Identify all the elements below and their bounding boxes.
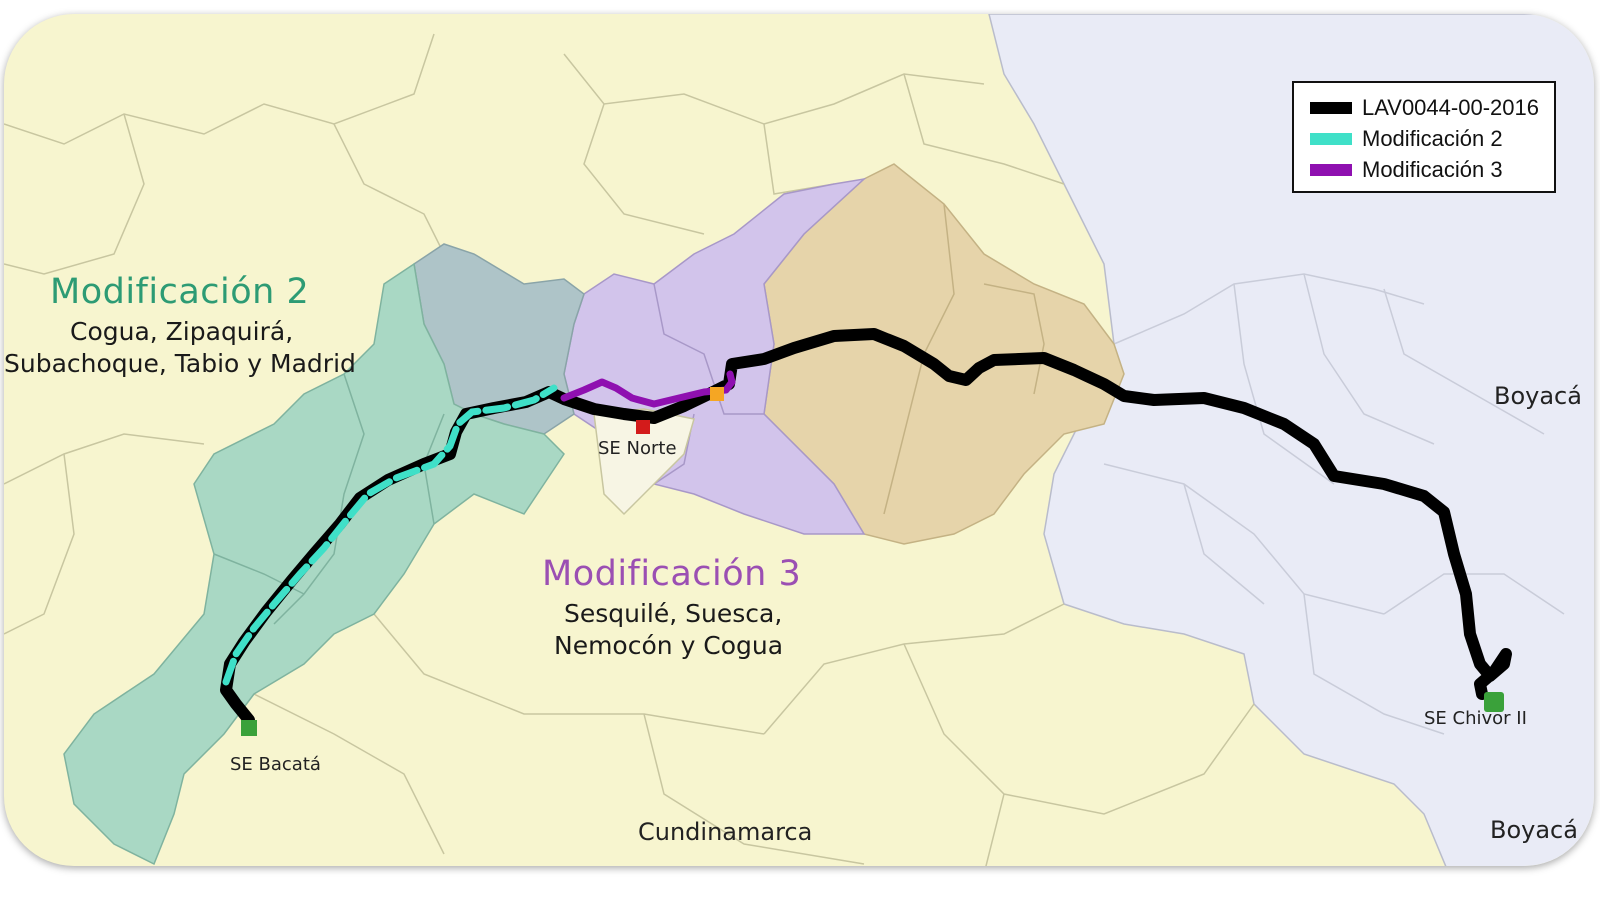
se-norte-marker: [636, 420, 650, 434]
legend-label-mod2: Modificación 2: [1362, 126, 1503, 151]
boyaca-label-1: Boyacá: [1494, 382, 1582, 410]
se-bacata-label: SE Bacatá: [230, 754, 321, 775]
se-bacata-marker: [241, 720, 257, 736]
se-chivor-marker: [1484, 692, 1504, 712]
map-legend: LAV0044-00-2016 Modificación 2 Modificac…: [1292, 81, 1556, 193]
legend-swatch-mod3: [1310, 164, 1352, 176]
mod3-subtitle-2: Nemocón y Cogua: [554, 631, 784, 660]
map-canvas: [4, 14, 1594, 866]
legend-item-mod3: Modificación 3: [1310, 155, 1503, 185]
legend-item-mod2: Modificación 2: [1310, 124, 1503, 154]
mod2-subtitle-2: Subachoque, Tabio y Madrid: [4, 349, 356, 378]
legend-label-mod3: Modificación 3: [1362, 157, 1503, 182]
cundinamarca-label: Cundinamarca: [638, 818, 813, 846]
orange-zone-border-2: [983, 283, 1045, 395]
mod3-title: Modificación 3: [542, 554, 802, 594]
legend-swatch-mod2: [1310, 133, 1352, 145]
mod3-zone-border: [653, 283, 764, 415]
mod2-line: [222, 384, 558, 686]
boyaca-label-2: Boyacá: [1490, 816, 1578, 844]
boyaca-region: [988, 14, 1594, 866]
legend-swatch-main: [1310, 102, 1352, 114]
legend-item-main: LAV0044-00-2016: [1310, 93, 1539, 123]
mod2-subtitle-1: Cogua, Zipaquirá,: [70, 317, 294, 346]
se-norte-label: SE Norte: [598, 438, 677, 459]
orange-marker: [710, 387, 724, 401]
cundinamarca-borders: [4, 33, 1255, 866]
mod3-line: [560, 370, 736, 408]
mod2-title: Modificación 2: [50, 272, 310, 312]
map-frame: Modificación 2 Cogua, Zipaquirá, Subacho…: [4, 14, 1594, 866]
boyaca-borders: [1103, 273, 1565, 735]
mod3-subtitle-1: Sesquilé, Suesca,: [564, 599, 783, 628]
se-chivor-label: SE Chivor II: [1424, 708, 1527, 729]
legend-label-main: LAV0044-00-2016: [1362, 95, 1539, 120]
